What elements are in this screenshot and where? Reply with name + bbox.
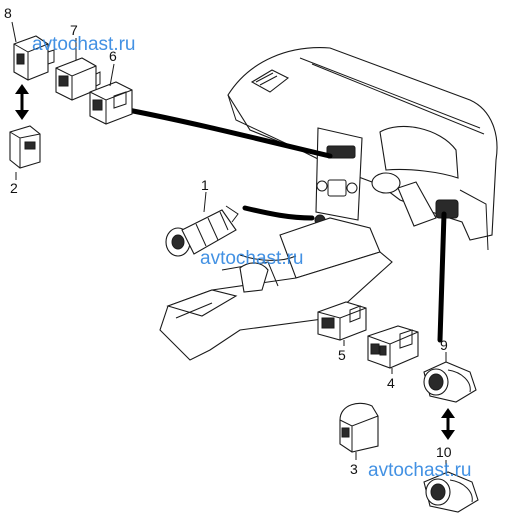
callout-ticks [11, 21, 447, 472]
part-round-switch-9 [423, 361, 477, 403]
part-switch-2 [9, 125, 41, 169]
watermark-bottom: avtochast.ru [368, 460, 472, 481]
dashboard-assembly [159, 47, 498, 361]
callout-6: 6 [109, 48, 117, 64]
watermark-top: avtochast.ru [32, 34, 136, 55]
part-switch-4 [367, 325, 419, 369]
part-switch-6 [89, 81, 133, 125]
callout-2: 2 [10, 180, 18, 196]
callout-4: 4 [387, 375, 395, 391]
callout-7: 7 [70, 22, 78, 38]
callout-8: 8 [4, 5, 12, 21]
leader-lines [125, 107, 447, 343]
callout-3: 3 [350, 461, 358, 477]
part-switch-8 [13, 35, 55, 81]
callout-10: 10 [436, 444, 452, 460]
part-switch-5 [317, 301, 367, 341]
hazard-switch-slot [326, 145, 356, 159]
watermarks: avtochast.ru avtochast.ru avtochast.ru [32, 34, 472, 481]
callout-1: 1 [201, 177, 209, 193]
watermark-middle: avtochast.ru [200, 248, 304, 269]
callout-9: 9 [440, 337, 448, 353]
part-round-switch-10 [423, 471, 479, 513]
part-switch-3 [339, 402, 379, 453]
interchange-arrow-2-8 [15, 84, 29, 120]
callout-numbers: 8 7 6 2 1 5 4 3 9 10 [4, 5, 452, 477]
dimmer-switch-slot [435, 199, 459, 219]
callout-5: 5 [338, 347, 346, 363]
interchange-arrow-9-10 [441, 408, 455, 440]
part-cigar-lighter [165, 205, 239, 257]
